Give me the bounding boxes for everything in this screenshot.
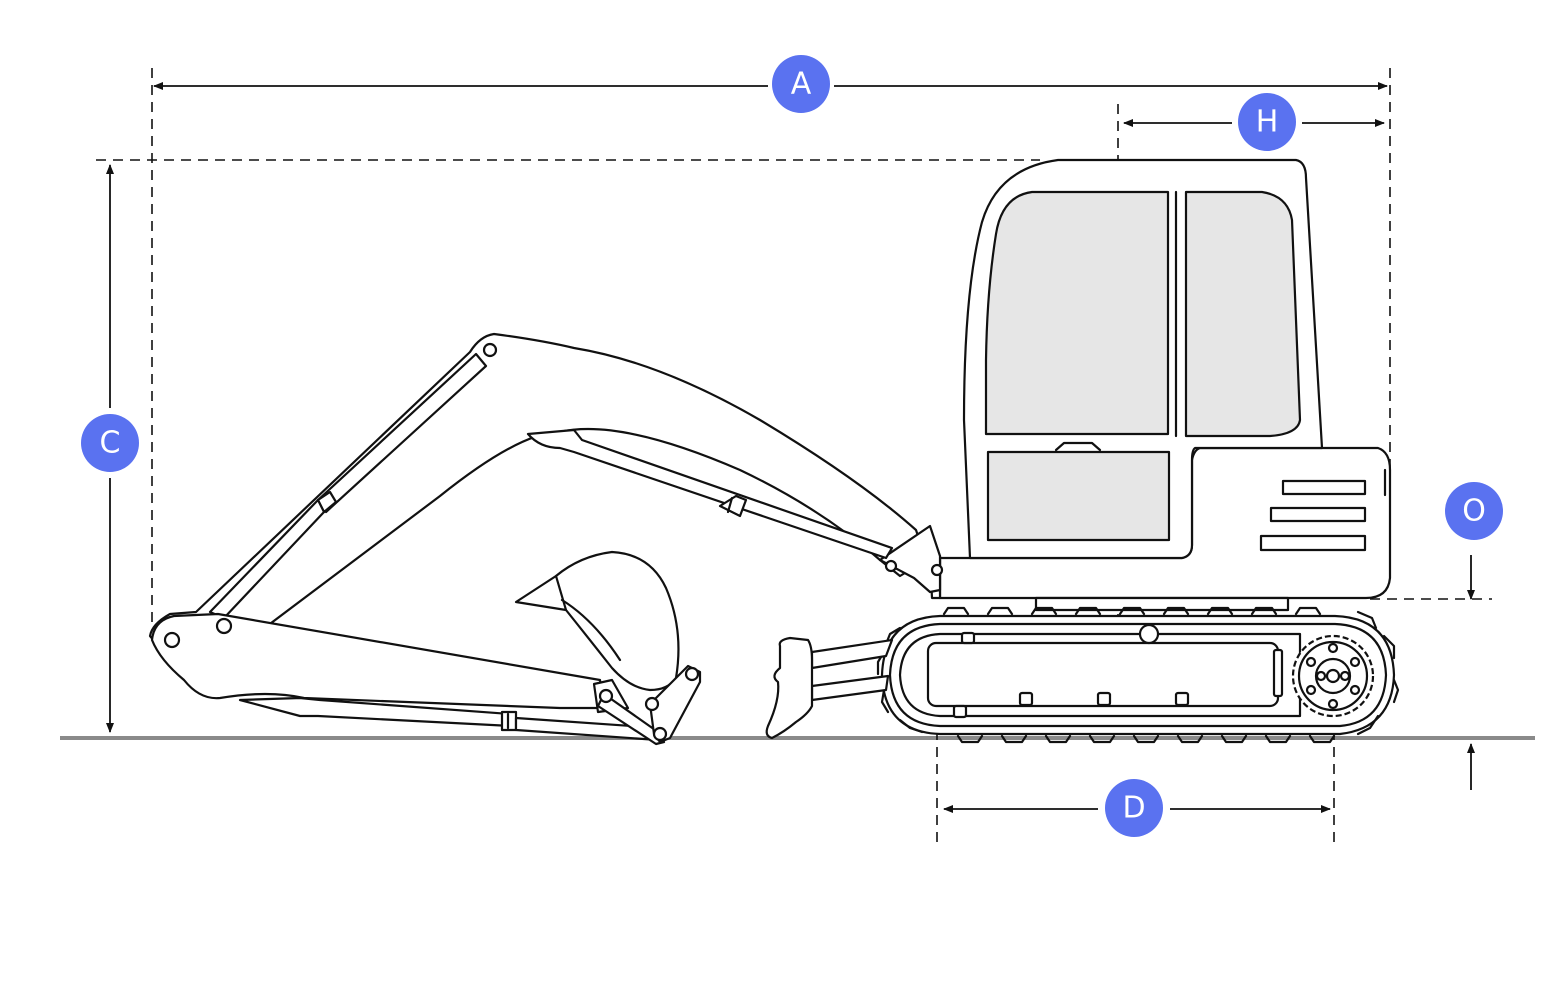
badge-o: O [1445,482,1503,540]
cab-door-window [1184,190,1302,438]
dozer-blade [765,636,894,740]
boom [148,332,944,672]
badge-a-label: A [791,67,812,102]
badge-o-label: O [1462,494,1486,529]
boom-cylinder [526,428,894,560]
operator-cab [962,158,1324,560]
arm-cylinder [208,352,488,620]
badge-h-label: H [1256,105,1279,140]
badge-d-label: D [1122,791,1145,826]
badge-a: A [772,55,830,113]
badge-c-label: C [100,426,121,461]
bucket [514,550,702,746]
dimension-arrows [106,82,1475,813]
badge-c: C [81,414,139,472]
cab-front-window [984,190,1170,436]
badge-d: D [1105,779,1163,837]
bucket-cylinder [238,696,662,742]
track-undercarriage [876,606,1400,744]
excavator [148,158,1400,746]
cab-lower-window [986,450,1171,542]
badge-h: H [1238,93,1296,151]
dipper-arm [150,612,606,710]
